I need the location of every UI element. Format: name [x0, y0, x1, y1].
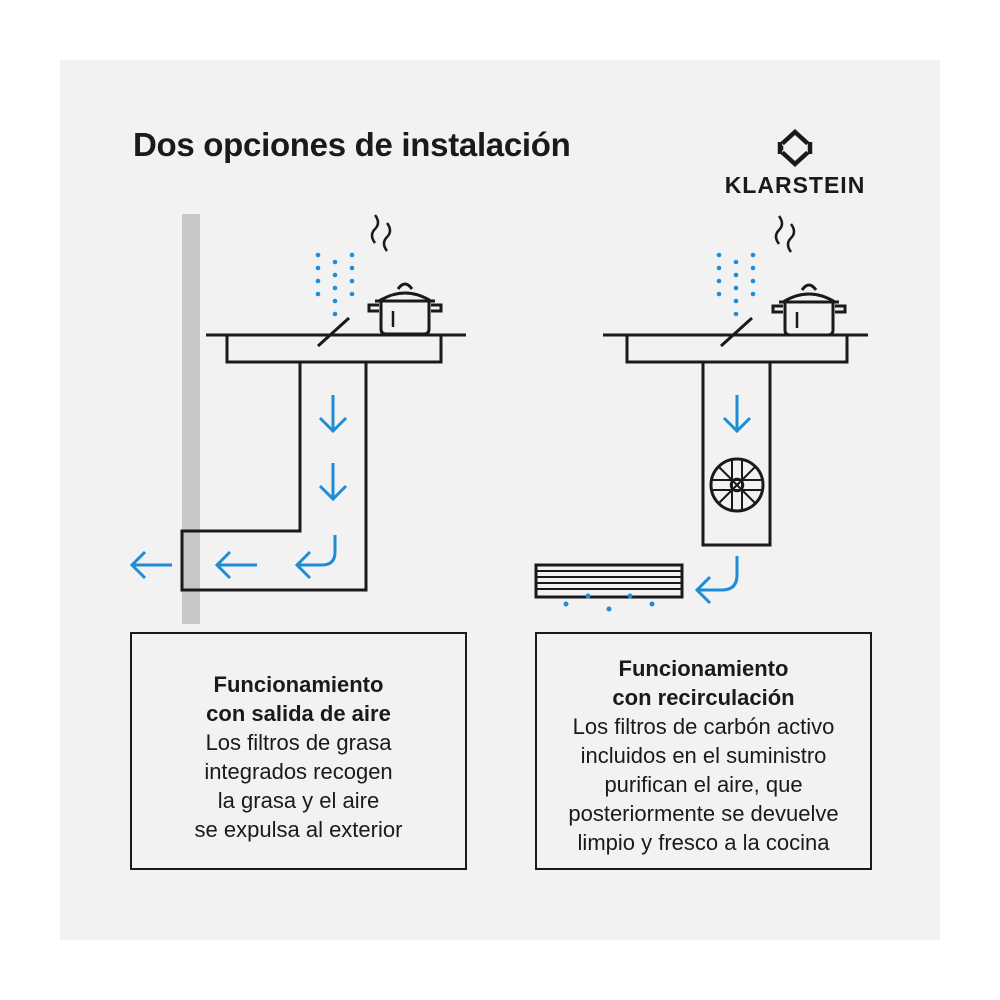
exhaust-heading-line-2: con salida de aire [206, 701, 391, 726]
recirculation-body-line-3: purifican el aire, que [604, 772, 803, 797]
exhaust-body-line-4: se expulsa al exterior [194, 817, 403, 842]
airflow-arrow-left [215, 550, 259, 580]
recirculation-heading-line-1: Funcionamiento [618, 656, 789, 681]
recirculation-body-line-2: incluidos en el suministro [580, 743, 827, 768]
exhaust-body-line-3: la grasa y el aire [217, 788, 380, 813]
steam-icon [774, 214, 796, 254]
vapour-dots [716, 252, 756, 317]
page-title: Dos opciones de instalación [133, 126, 571, 163]
hob-unit [625, 333, 849, 364]
recirculation-diagram [534, 214, 868, 612]
airflow-arrow-down [722, 393, 752, 433]
exhaust-description-box: Funcionamiento con salida de aire Los fi… [130, 632, 467, 870]
recirculation-description-box: Funcionamiento con recirculación Los fil… [535, 632, 872, 870]
fan-icon [709, 457, 765, 513]
brand-name: KLARSTEIN [724, 172, 866, 198]
wall [182, 214, 200, 624]
airflow-arrow-down [318, 393, 348, 433]
klarstein-logo-icon [777, 128, 813, 168]
exhaust-diagram [130, 213, 466, 624]
recirculation-heading-line-2: con recirculación [612, 685, 795, 710]
airflow-arrow-down [318, 461, 348, 501]
steam-icon [370, 213, 392, 253]
recirculation-body-line-5: limpio y fresco a la cocina [577, 830, 830, 855]
downdraft-slot [719, 316, 754, 348]
clean-air-dots [563, 593, 655, 612]
airflow-arrow-turn [294, 535, 337, 580]
recirculation-body-line-1: Los filtros de carbón activo [572, 714, 835, 739]
outlet-grille [534, 563, 684, 599]
brand-logo: KLARSTEIN [700, 128, 890, 198]
exhaust-heading-line-1: Funcionamiento [213, 672, 384, 697]
hob-unit [225, 333, 443, 364]
airflow-arrow-left [130, 550, 174, 580]
recirculation-body-line-4: posteriormente se devuelve [568, 801, 839, 826]
exhaust-body-line-1: Los filtros de grasa [205, 730, 392, 755]
pot-icon [367, 282, 443, 336]
recirculation-duct [701, 362, 772, 547]
pot-icon [771, 283, 847, 337]
downdraft-slot [316, 316, 351, 348]
exhaust-duct [180, 362, 368, 592]
vapour-dots [315, 252, 355, 317]
exhaust-body-line-2: integrados recogen [204, 759, 393, 784]
airflow-arrow-turn [694, 556, 739, 605]
